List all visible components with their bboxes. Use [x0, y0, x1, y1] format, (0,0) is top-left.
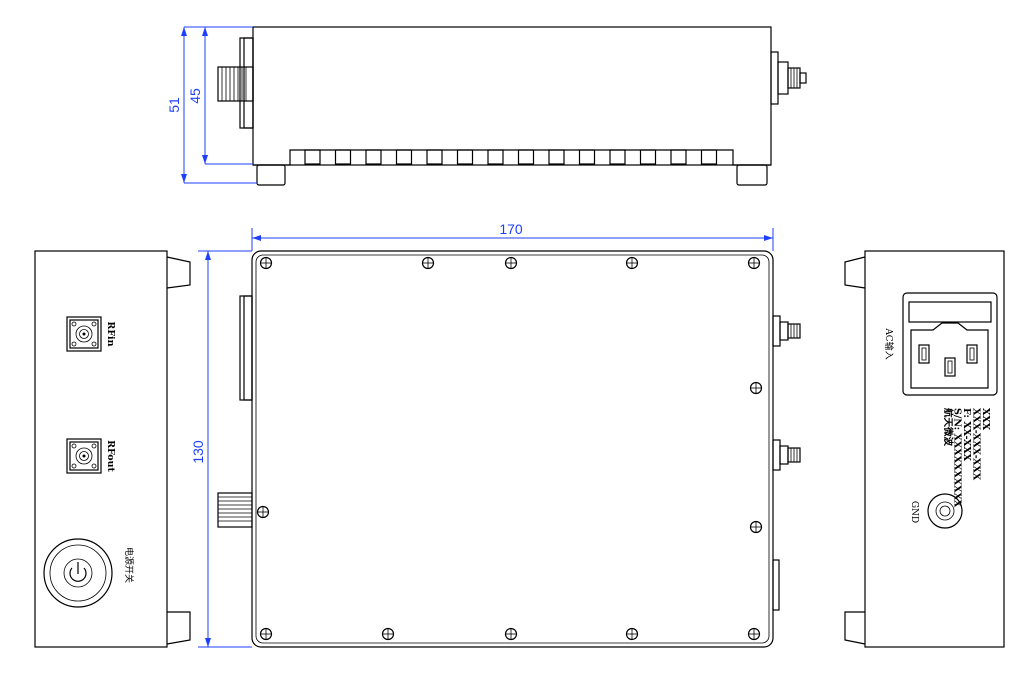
dimension-51-label: 51	[166, 97, 182, 113]
fin	[487, 149, 504, 165]
dimension-height-body: 45	[187, 27, 253, 165]
foot-left	[256, 164, 286, 186]
screw	[259, 256, 273, 270]
screw	[625, 256, 639, 270]
dimension-depth: 130	[190, 250, 252, 648]
fin	[578, 149, 596, 165]
fin	[365, 149, 382, 165]
side-knurl	[221, 67, 247, 101]
top-knurl	[218, 496, 252, 522]
screw	[749, 520, 763, 534]
power-icon	[69, 567, 87, 582]
side-sma-connector	[770, 51, 807, 105]
screw	[747, 256, 761, 270]
dimension-170-label: 170	[499, 221, 523, 237]
cooling-fins	[253, 149, 771, 166]
fin	[670, 149, 687, 165]
screw	[256, 505, 270, 519]
nameplate-line: S/N: XXXXXXXXXX	[952, 408, 963, 508]
top-sma-connector-upper	[772, 315, 801, 347]
screw	[625, 627, 639, 641]
screw	[381, 627, 395, 641]
fin	[334, 149, 352, 165]
fin	[609, 149, 626, 165]
top-side-bracket	[772, 559, 780, 611]
dimension-45-label: 45	[187, 88, 203, 104]
ac-inlet	[902, 292, 998, 396]
gnd-label: GND	[909, 501, 919, 523]
fin	[639, 149, 657, 165]
top-sma-connector-lower	[772, 439, 801, 471]
screw	[421, 256, 435, 270]
screw	[504, 256, 518, 270]
top-view: 170 130	[190, 221, 801, 648]
side-view: 51 45	[166, 26, 807, 186]
dimension-130-label: 130	[190, 440, 206, 464]
rf-out-connector	[66, 438, 102, 474]
front-panel-view: RFin RFout 电源开关	[34, 250, 191, 648]
foot-right	[736, 164, 768, 186]
nameplate-line: XXX-XXX-XXX	[971, 408, 982, 481]
dimension-height-total: 51	[166, 26, 257, 184]
dimension-width: 170	[251, 221, 774, 251]
rf-in-connector	[66, 316, 102, 352]
nameplate-line: XXX	[980, 408, 991, 431]
fin	[517, 149, 535, 165]
rf-out-label: RFout	[105, 440, 116, 472]
fin	[304, 149, 321, 165]
screw	[504, 627, 518, 641]
ac-input-label: AC输入	[883, 327, 895, 359]
nameplate-line: F: XX-XXX	[961, 408, 972, 462]
nameplate-line: 航天微波	[942, 408, 954, 447]
screw	[747, 627, 761, 641]
rf-in-label: RFin	[105, 321, 116, 346]
screw	[749, 381, 763, 395]
fin	[548, 149, 565, 165]
power-switch	[43, 538, 113, 608]
power-switch-label: 电源开关	[123, 547, 135, 583]
gnd-terminal	[927, 493, 963, 529]
fin	[456, 149, 474, 165]
screw	[259, 627, 273, 641]
fin	[395, 149, 413, 165]
fin	[426, 149, 443, 165]
fin	[700, 149, 718, 165]
screws	[256, 256, 763, 641]
